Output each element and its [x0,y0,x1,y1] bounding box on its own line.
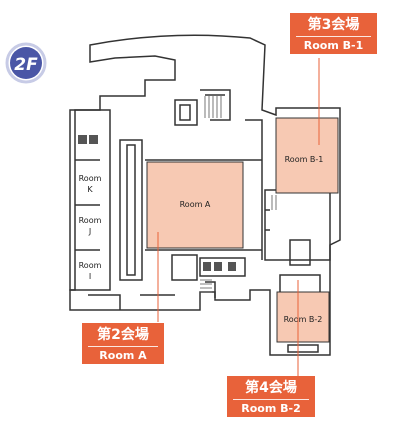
room-j-label-1: Room [79,216,102,225]
room-b1-label: Room B-1 [285,155,324,164]
room-a-label: Room A [180,200,211,209]
room-b1-area [275,117,339,194]
callout-hall-4-en: Room B-2 [241,402,301,415]
room-i-label-2: I [89,272,91,281]
building-outline [69,34,341,356]
room-b2-area [276,291,330,343]
room-k-label-1: Room [79,174,102,183]
callout-hall-2-jp: 第2会場 [97,327,149,343]
callout-divider [88,346,158,347]
callout-hall-2: 第2会場 Room A [82,323,164,364]
callout-hall-3-jp: 第3会場 [307,17,360,33]
room-b2-label: Room B-2 [284,315,323,324]
callout-hall-3-en: Room B-1 [303,39,364,52]
callout-hall-2-en: Room A [99,349,147,362]
room-j-label-2: J [88,227,91,236]
callout-divider [233,399,309,400]
room-i-label-1: Room [79,261,102,270]
restroom-icons-center [203,262,236,271]
callout-hall-3: 第3会場 Room B-1 [290,13,377,54]
floor-badge: 2F [5,42,47,84]
room-k-label-2: K [87,185,93,194]
floor-label: 2F [14,55,38,75]
stairs-hatching [200,96,277,293]
restroom-icons-left [78,135,98,144]
room-a-area [146,161,244,249]
callout-leaders [157,58,320,380]
callout-hall-4-jp: 第4会場 [245,380,297,396]
callout-hall-4: 第4会場 Room B-2 [227,376,315,417]
callout-divider [296,36,371,37]
